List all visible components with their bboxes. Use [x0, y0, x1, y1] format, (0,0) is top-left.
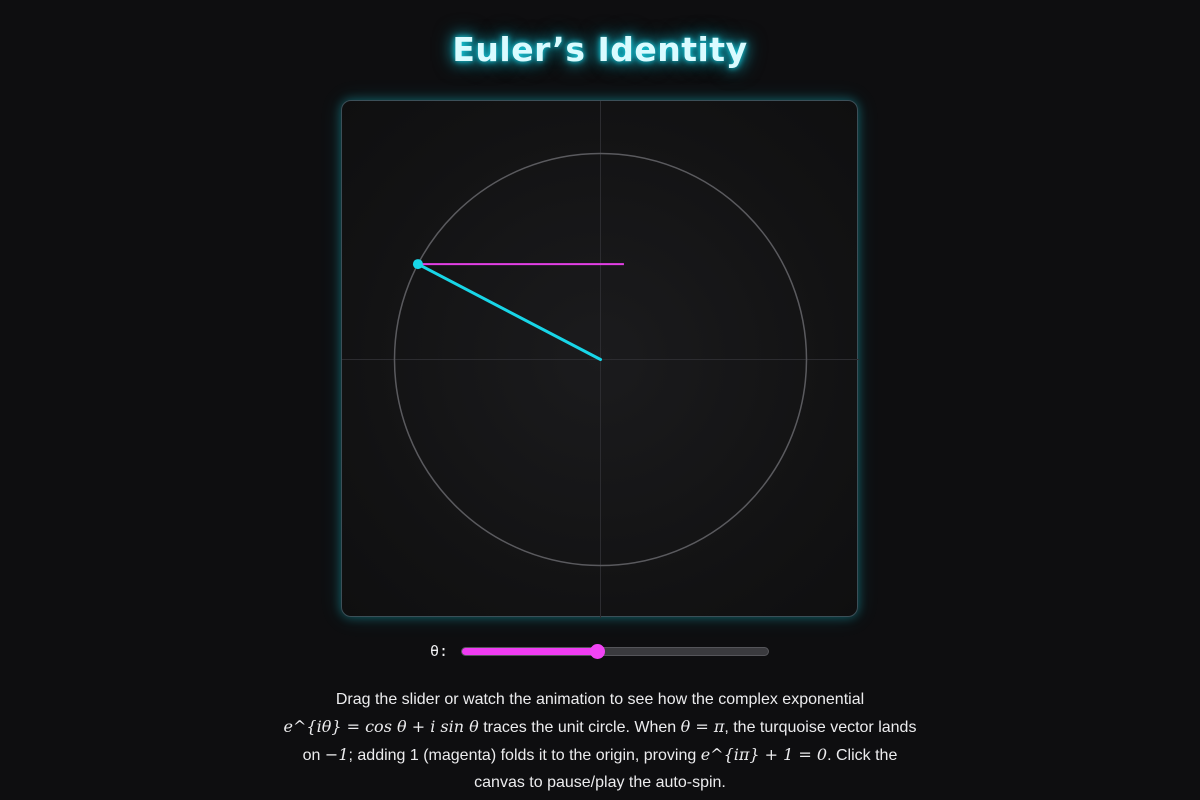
- unit-circle-plot: [342, 101, 859, 618]
- theta-slider-thumb[interactable]: [589, 644, 605, 659]
- theta-slider-fill: [462, 648, 597, 655]
- description-line-4: canvas to pause/play the auto-spin.: [474, 774, 726, 791]
- equation-theta-pi: θ = π: [680, 717, 725, 736]
- theta-label: θ:: [430, 642, 449, 660]
- equation-euler-identity: e^{iπ} + 1 = 0: [700, 745, 828, 764]
- description-line-1: Drag the slider or watch the animation t…: [335, 691, 865, 708]
- unit-circle: [393, 152, 808, 567]
- description-text: ; adding 1 (magenta) folds it to the ori…: [348, 747, 701, 764]
- description-text: traces the unit circle. When: [478, 719, 681, 736]
- vector-tip-dot: [412, 259, 423, 270]
- page-title: Euler’s Identity: [452, 30, 748, 69]
- description-text: , the turquoise vector lands: [724, 719, 917, 736]
- unit-circle-canvas[interactable]: [341, 100, 859, 618]
- value-negative-one: −1: [324, 745, 349, 764]
- description: Drag the slider or watch the animation t…: [270, 686, 930, 796]
- theta-control: θ:: [430, 640, 790, 664]
- equation-euler-formula: e^{iθ} = cos θ + i sin θ: [283, 717, 479, 736]
- exponential-vector: [416, 262, 602, 361]
- theta-slider-track[interactable]: [461, 647, 769, 656]
- description-text: on: [302, 747, 325, 764]
- description-text: . Click the: [827, 747, 898, 764]
